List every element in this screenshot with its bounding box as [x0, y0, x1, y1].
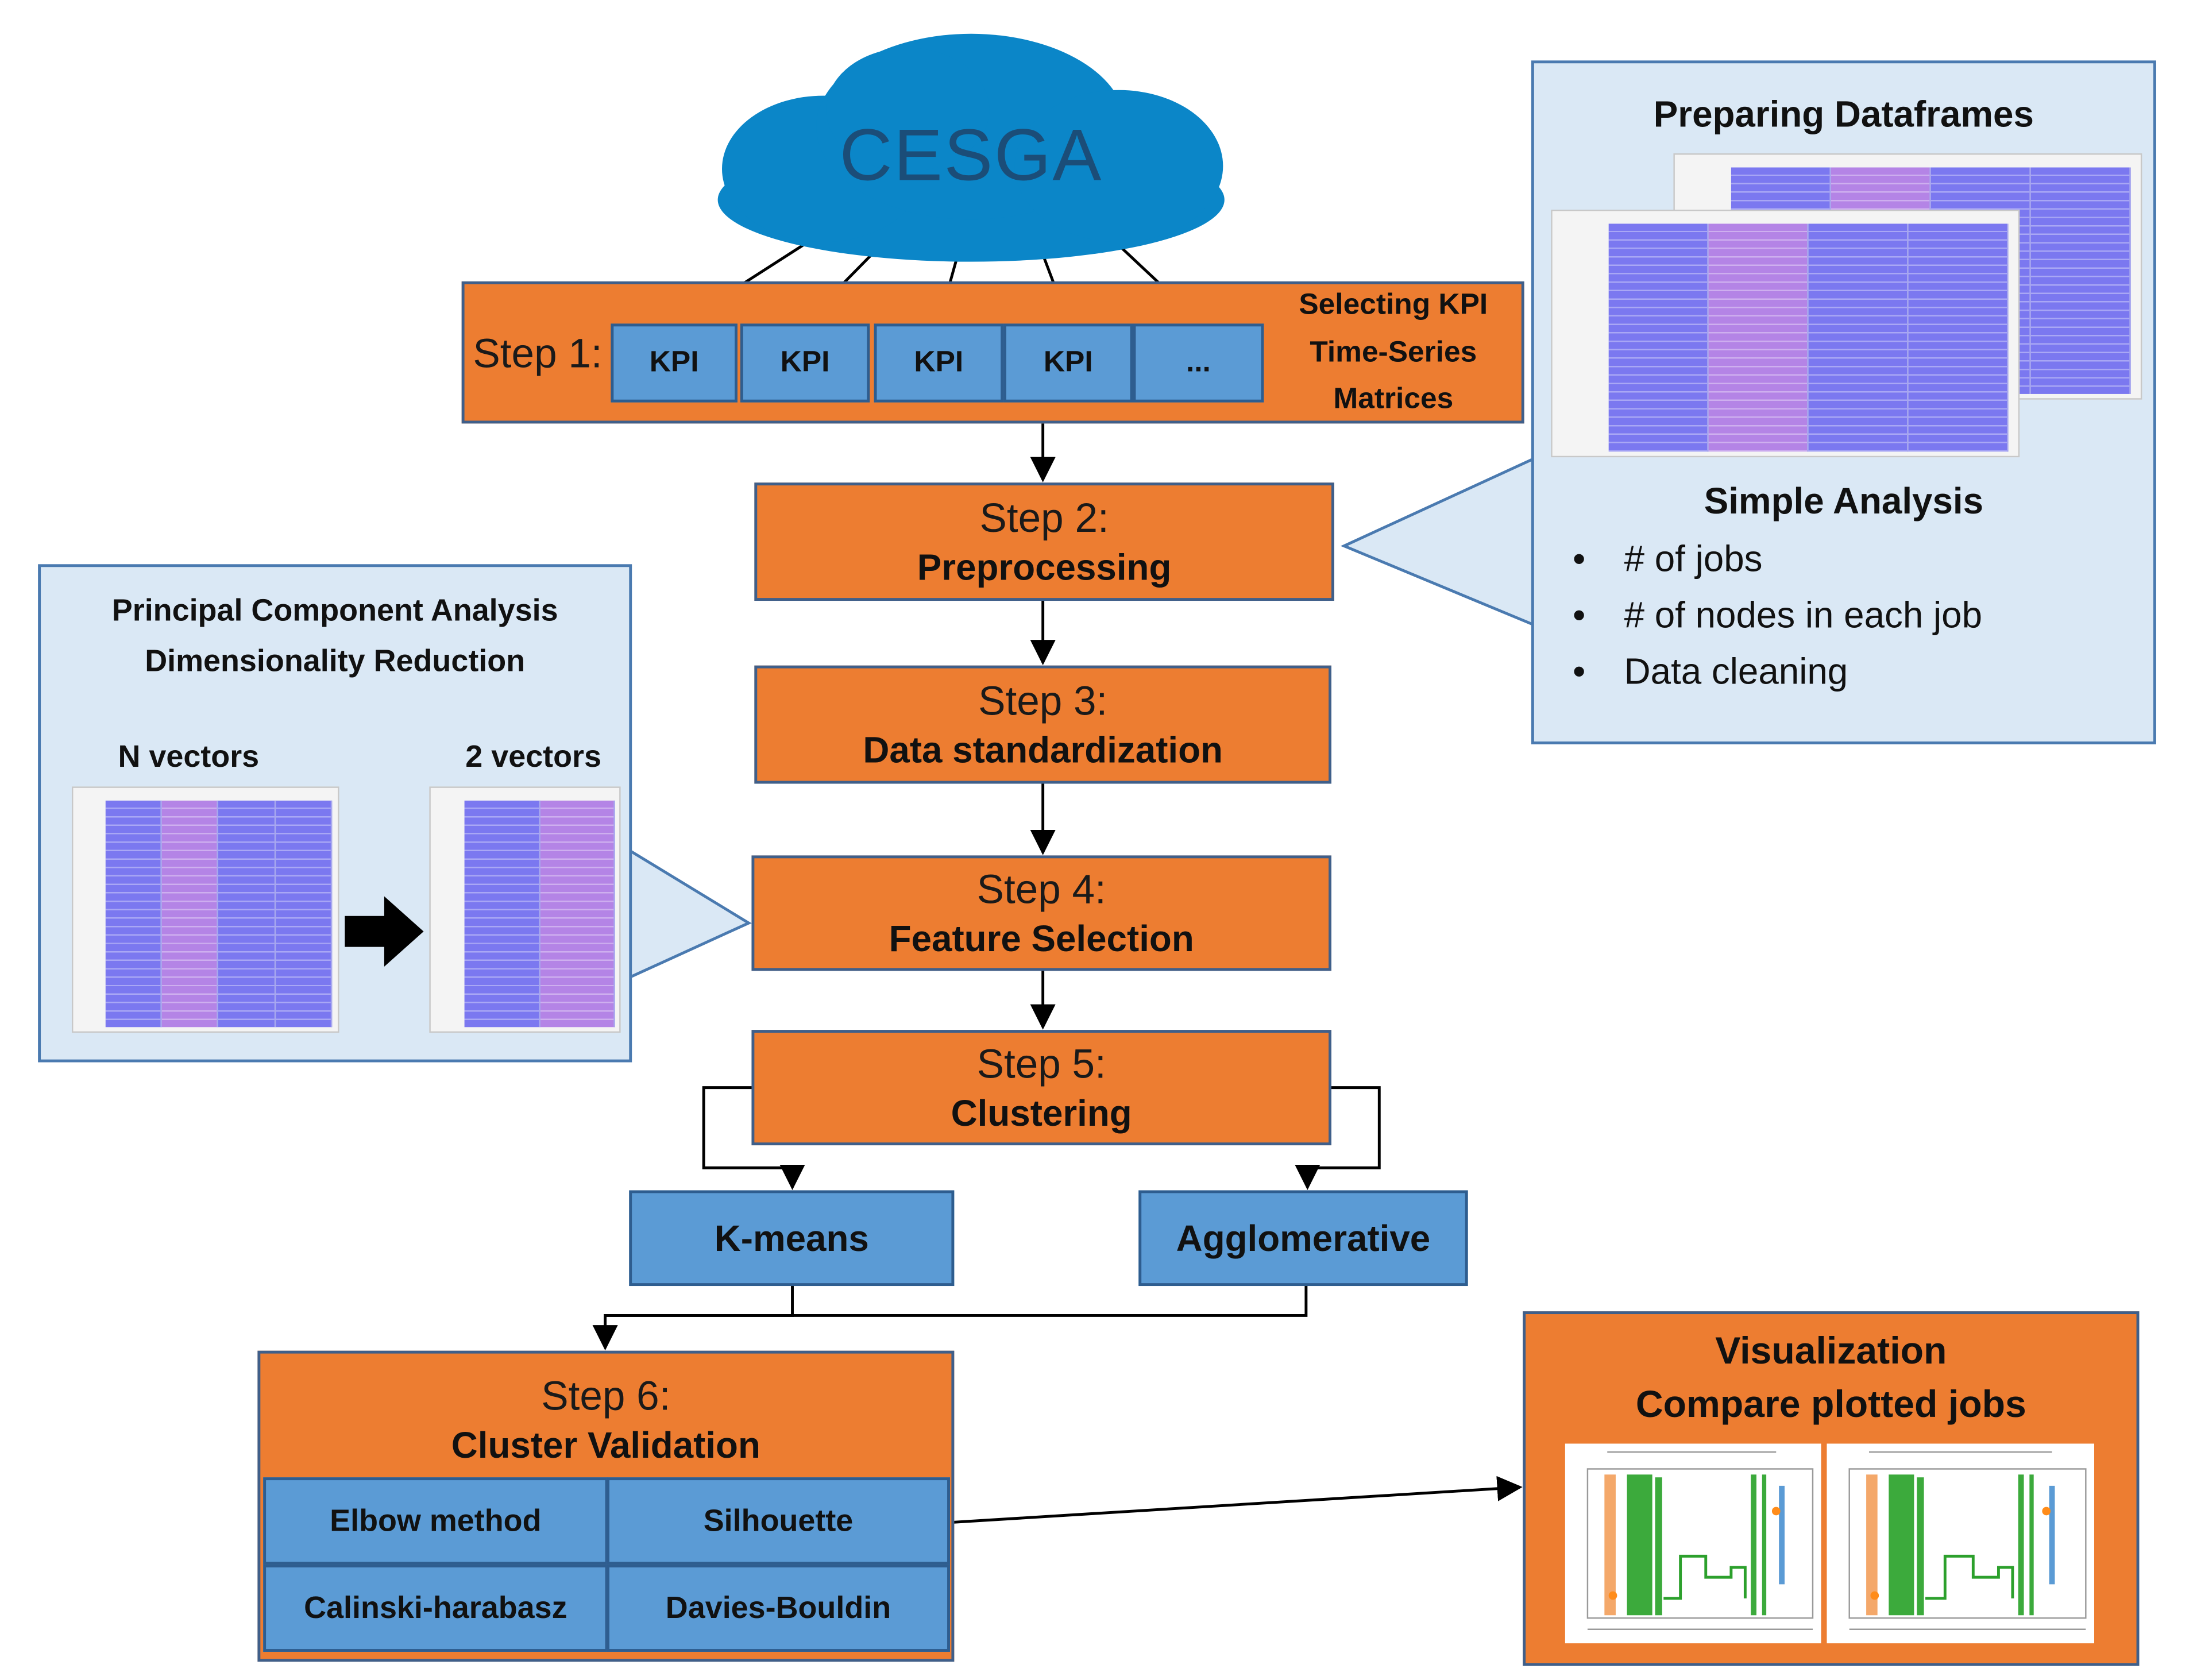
two-vectors-label: 2 vectors	[465, 739, 602, 774]
line-agglomerative-step6	[605, 1286, 1308, 1317]
visualization-title: Visualization	[1715, 1328, 1947, 1372]
step4-box: Step 4: Feature Selection	[751, 855, 1331, 971]
bullet-dot: •	[1573, 593, 1586, 636]
agglomerative-box: Agglomerative	[1138, 1190, 1468, 1287]
visualization-box: Visualization Compare plotted jobs	[1523, 1311, 2140, 1666]
analysis-bullet-item: • # of nodes in each job	[1543, 587, 2148, 643]
step5-title: Step 5:	[976, 1042, 1106, 1087]
cloud-icon	[717, 33, 1225, 262]
arrow-kmeans-step6	[592, 1286, 794, 1351]
kpi-box-3: KPI	[874, 323, 1004, 403]
bullet-text-jobs: # of jobs	[1624, 537, 1763, 580]
dataframe-table-front	[1551, 210, 2020, 458]
preparing-dataframes-panel: Preparing Dataframes Simple Analysis • # …	[1531, 60, 2156, 744]
bullet-dot: •	[1573, 650, 1586, 693]
visualization-subtitle: Compare plotted jobs	[1635, 1382, 2026, 1425]
preparing-title: Preparing Dataframes	[1653, 92, 2034, 134]
step1-label: Step 1:	[473, 331, 603, 377]
step1-side-line-2: Time-Series	[1310, 335, 1477, 369]
step3-title: Step 3:	[978, 679, 1108, 724]
preparing-callout-pointer	[1340, 455, 1539, 628]
cesga-logo-text: CESGA	[839, 115, 1103, 197]
kpi-box-5: ...	[1133, 323, 1264, 403]
step5-box: Step 5: Clustering	[751, 1030, 1331, 1146]
kmeans-box: K-means	[629, 1190, 955, 1287]
pca-title-line1: Principal Component Analysis	[111, 592, 558, 628]
step2-box: Step 2: Preprocessing	[754, 482, 1334, 601]
step6-header: Step 6: Cluster Validation	[260, 1362, 951, 1477]
kpi-box-1: KPI	[611, 323, 738, 403]
step6-box: Step 6: Cluster Validation Elbow method …	[257, 1350, 955, 1662]
metric-silhouette: Silhouette	[607, 1477, 950, 1565]
analysis-bullet-item: • # of jobs	[1543, 531, 2148, 587]
pca-callout-pointer	[619, 842, 752, 984]
simple-analysis-title: Simple Analysis	[1704, 479, 1984, 522]
n-vectors-table	[71, 786, 339, 1033]
n-vectors-label: N vectors	[118, 739, 260, 774]
step3-box: Step 3: Data standardization	[754, 665, 1331, 784]
step1-side-text: Selecting KPI Time-Series Matrices	[1267, 284, 1520, 421]
step4-title: Step 4:	[976, 867, 1106, 913]
analysis-bullet-item: • Data cleaning	[1543, 643, 2148, 700]
metric-elbow: Elbow method	[263, 1477, 608, 1565]
step6-subtitle: Cluster Validation	[451, 1423, 760, 1466]
step1-side-line-1: Selecting KPI	[1299, 288, 1488, 321]
kpi-box-4: KPI	[1003, 323, 1133, 403]
arrow-to-agglomerative	[1295, 1086, 1381, 1190]
pca-title-line2: Dimensionality Reduction	[145, 643, 526, 678]
step6-title: Step 6:	[541, 1374, 671, 1419]
step1-box: Step 1: KPI KPI KPI KPI ... Selecting KP…	[461, 281, 1524, 424]
step1-side-line-3: Matrices	[1333, 383, 1454, 416]
job-plot-thumbnail-1	[1565, 1443, 1821, 1644]
step2-subtitle: Preprocessing	[917, 546, 1172, 588]
metric-davies: Davies-Bouldin	[607, 1565, 950, 1652]
bullet-dot: •	[1573, 537, 1586, 580]
step2-title: Step 2:	[979, 496, 1109, 542]
job-plot-thumbnail-2	[1827, 1443, 2095, 1644]
right-arrow-icon	[345, 896, 424, 967]
arrow-to-kmeans	[702, 1086, 805, 1190]
kpi-box-2: KPI	[740, 323, 870, 403]
step3-subtitle: Data standardization	[863, 728, 1223, 771]
two-vectors-table	[429, 786, 621, 1033]
bullet-text-nodes: # of nodes in each job	[1624, 593, 1983, 636]
bullet-text-cleaning: Data cleaning	[1624, 650, 1848, 693]
arrow-step6-visualization	[951, 1476, 1523, 1524]
step4-subtitle: Feature Selection	[889, 917, 1194, 960]
metric-calinski: Calinski-harabasz	[263, 1565, 608, 1652]
step5-subtitle: Clustering	[951, 1091, 1132, 1134]
pca-panel: Principal Component Analysis Dimensional…	[38, 564, 632, 1063]
analysis-bullet-list: • # of jobs • # of nodes in each job • Data…	[1543, 531, 2148, 700]
